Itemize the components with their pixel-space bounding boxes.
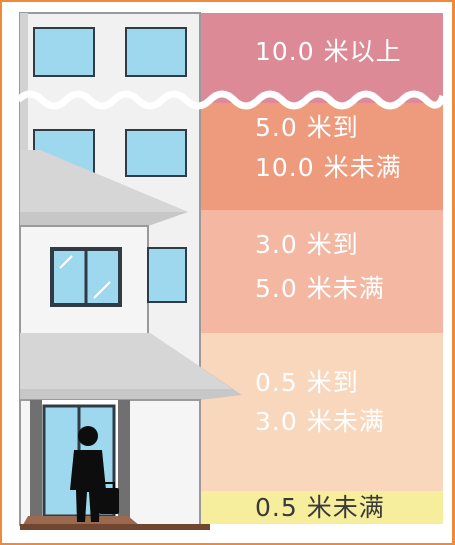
band-10-plus: 10.0 米以上 [200,13,443,103]
band-0-5-to-3: 0.5 米到 3.0 米未满 [200,333,443,491]
band-5-to-10: 5.0 米到 10.0 米未满 [200,103,443,210]
band-0-5-to-3-label-line1: 0.5 米到 [255,368,359,397]
band-below-0-5: 0.5 米未满 [200,491,443,524]
person-with-luggage-icon [70,426,119,522]
band-10-plus-label: 10.0 米以上 [255,37,402,66]
band-0-5-to-3-label-line2: 3.0 米未满 [255,407,385,436]
band-3-to-5-label-line2: 5.0 米未满 [255,274,385,303]
band-3-to-5-label-line1: 3.0 米到 [255,230,359,259]
wave-break-icon [18,90,443,110]
band-below-0-5-label: 0.5 米未满 [255,493,385,522]
band-5-to-10-label-line1: 5.0 米到 [255,113,359,142]
band-3-to-5: 3.0 米到 5.0 米未满 [200,210,443,333]
band-5-to-10-label-line2: 10.0 米未满 [255,153,402,182]
